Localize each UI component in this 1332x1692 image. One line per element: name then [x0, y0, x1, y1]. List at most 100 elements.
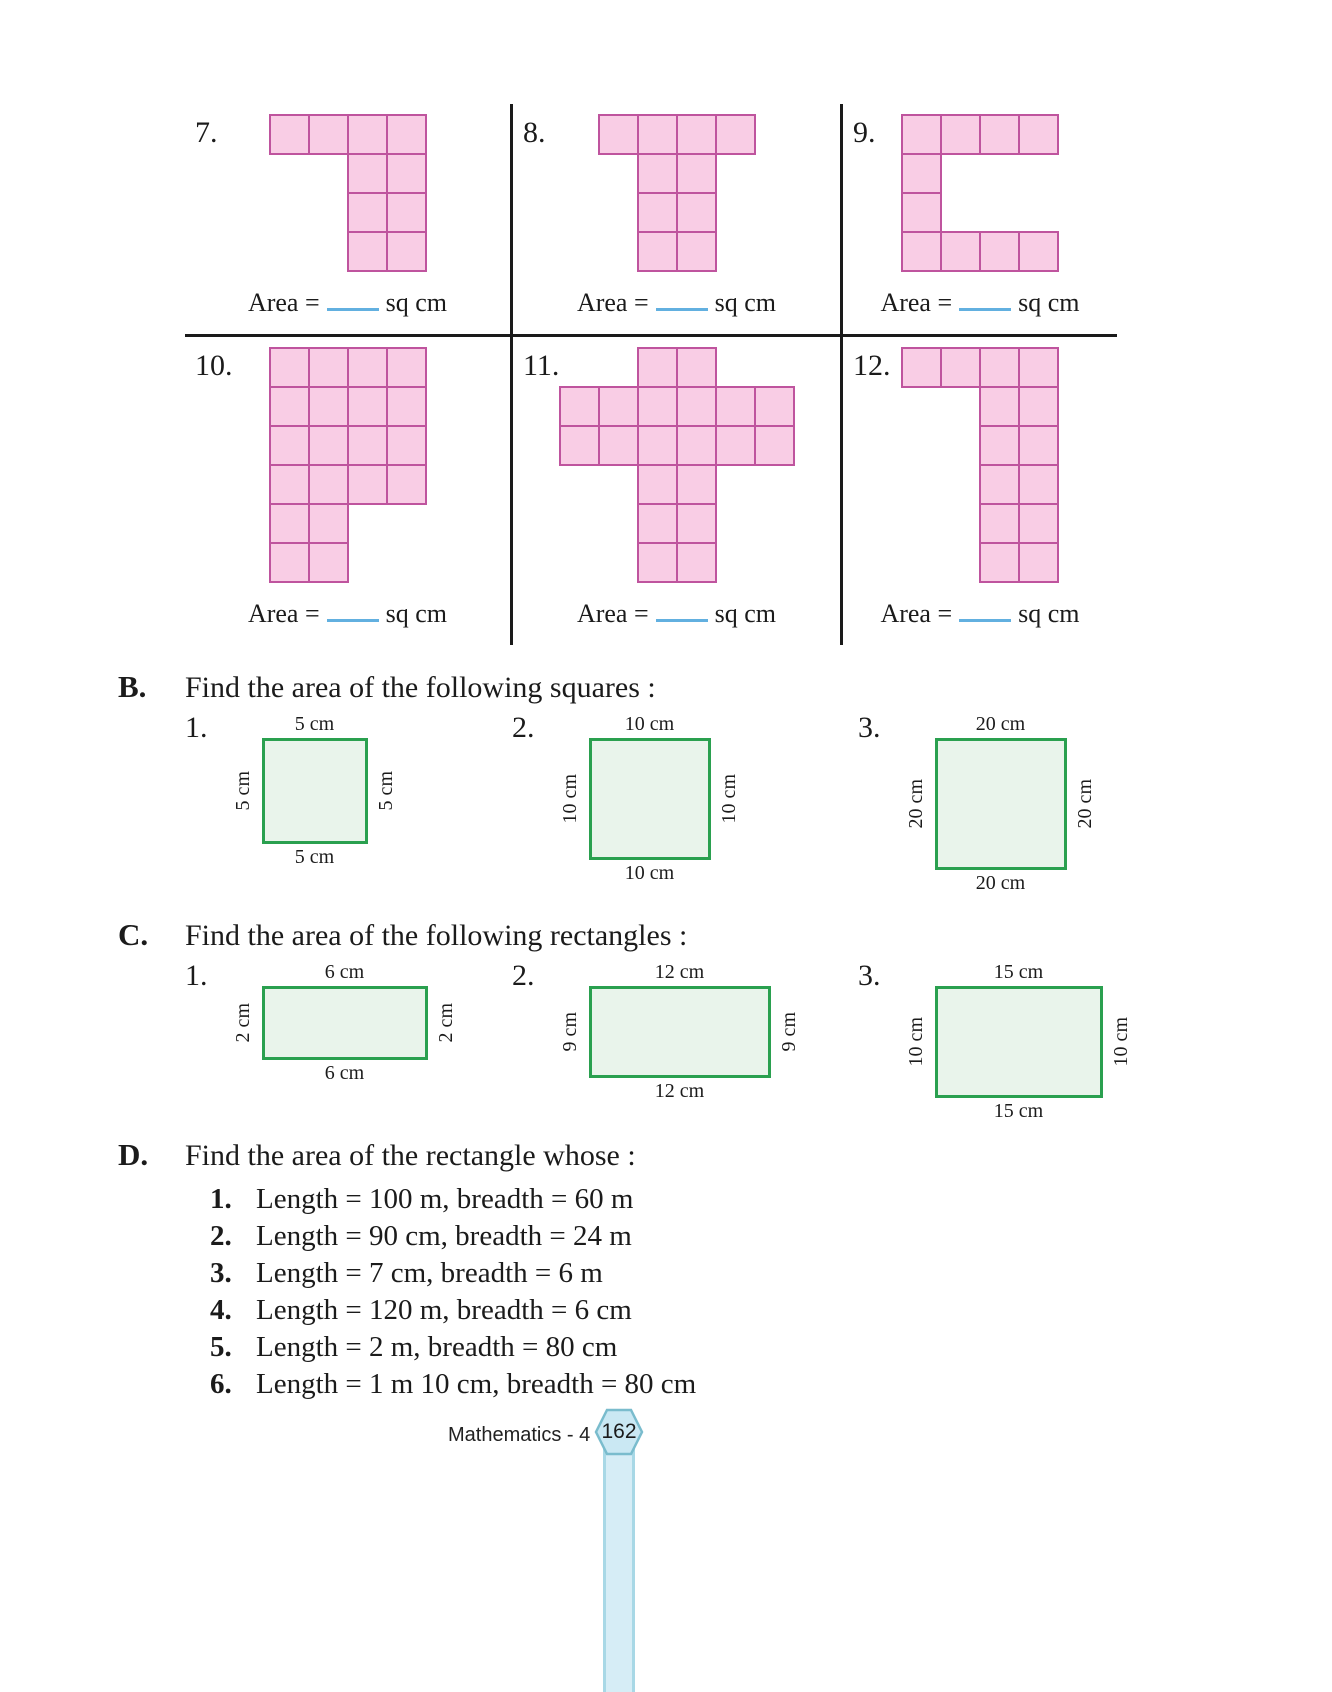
unit-square	[1018, 425, 1059, 466]
bottom-side-label: 10 cm	[624, 862, 675, 884]
rectangle-shape	[934, 986, 1103, 1098]
rectangle-problem-item: 1.Length = 100 m, breadth = 60 m	[210, 1181, 1332, 1218]
problem-number: 4.	[210, 1294, 232, 1326]
book-title: Mathematics - 4	[448, 1424, 591, 1446]
unit-square	[901, 114, 942, 155]
exercise-number: 7.	[195, 116, 218, 149]
bottom-side-label: 5 cm	[294, 846, 335, 868]
unit-square	[1018, 464, 1059, 505]
problem-text: Length = 90 cm, breadth = 24 m	[256, 1220, 632, 1252]
unit-square	[940, 347, 981, 388]
figure-middle: 10 cm 10 cm	[905, 986, 1133, 1098]
grid-exercise-9: 9.Area =sq cm	[840, 104, 1117, 337]
right-side-label: 20 cm	[1073, 779, 1096, 829]
section-b-heading: B. Find the area of the following square…	[118, 669, 1332, 705]
unit-square	[636, 192, 678, 233]
unit-square	[346, 153, 388, 194]
answer-blank	[655, 602, 708, 622]
unit-square	[636, 425, 678, 466]
figure-number: 1.	[185, 711, 208, 744]
figure-number: 2.	[512, 711, 535, 744]
unit-square	[307, 425, 349, 466]
section-d-title: Find the area of the rectangle whose :	[185, 1139, 636, 1172]
section-c-title: Find the area of the following rectangle…	[185, 919, 688, 952]
unit-square	[940, 114, 981, 155]
unit-square	[636, 464, 678, 505]
area-answer-line: Area =sq cm	[513, 288, 840, 318]
unit-square	[901, 153, 942, 194]
problem-text: Length = 100 m, breadth = 60 m	[256, 1183, 634, 1215]
hexagon-icon	[594, 1408, 644, 1456]
shape-holder	[843, 114, 1117, 272]
area-answer-line: Area =sq cm	[185, 599, 510, 629]
unit-square	[346, 231, 388, 272]
unit-square	[714, 114, 756, 155]
unit-square	[597, 425, 639, 466]
shape-holder	[185, 347, 510, 583]
area-answer-line: Area =sq cm	[513, 599, 840, 629]
right-side-label: 10 cm	[1109, 1017, 1132, 1067]
exercise-number: 10.	[195, 349, 233, 382]
shape-holder	[843, 347, 1117, 583]
answer-blank	[959, 602, 1012, 622]
area-answer-line: Area =sq cm	[185, 288, 510, 318]
left-side-label: 9 cm	[558, 1012, 581, 1052]
unit-square	[597, 114, 639, 155]
problem-text: Length = 1 m 10 cm, breadth = 80 cm	[256, 1368, 697, 1400]
section-b-title: Find the area of the following squares :	[185, 671, 656, 704]
unit-square	[675, 192, 717, 233]
unit-square-shape	[597, 114, 756, 272]
area-unit: sq cm	[1018, 599, 1080, 628]
left-side-label: 10 cm	[904, 1017, 927, 1067]
unit-square	[268, 386, 310, 427]
unit-square	[979, 542, 1020, 583]
problem-text: Length = 7 cm, breadth = 6 m	[256, 1257, 603, 1289]
rectangle-shape	[588, 986, 771, 1078]
unit-square-shape	[268, 347, 427, 583]
unit-square	[979, 347, 1020, 388]
unit-square	[901, 347, 942, 388]
unit-square-shape	[558, 347, 795, 583]
unit-square	[385, 347, 427, 388]
section-c-heading: C. Find the area of the following rectan…	[118, 917, 1332, 953]
area-label: Area =	[576, 599, 649, 628]
top-side-label: 5 cm	[294, 713, 335, 735]
unit-square	[1018, 542, 1059, 583]
unit-square	[979, 425, 1020, 466]
unit-square	[307, 464, 349, 505]
unit-square	[1018, 386, 1059, 427]
unit-square	[675, 114, 717, 155]
unit-square	[385, 114, 427, 155]
area-unit: sq cm	[385, 599, 448, 628]
grid-exercise-10: 10. Area =sq cm	[185, 337, 510, 645]
problem-text: Length = 2 m, breadth = 80 cm	[256, 1331, 618, 1363]
unit-square	[346, 386, 388, 427]
area-answer-line: Area =sq cm	[843, 288, 1117, 318]
problem-number: 5.	[210, 1331, 232, 1363]
unit-square	[1018, 231, 1059, 272]
problem-number: 2.	[210, 1220, 232, 1252]
bottom-side-label: 15 cm	[993, 1100, 1044, 1122]
problem-number: 3.	[210, 1257, 232, 1289]
page-number-badge: 162	[594, 1408, 644, 1456]
rectangle-shape	[261, 986, 428, 1060]
rectangle-problem-item: 5. Length = 2 m, breadth = 80 cm	[210, 1329, 1332, 1366]
unit-square	[714, 425, 756, 466]
unit-square	[307, 347, 349, 388]
right-side-label: 5 cm	[374, 771, 397, 811]
exercise-number: 8.	[523, 116, 546, 149]
unit-square	[597, 386, 639, 427]
top-side-label: 20 cm	[975, 713, 1026, 735]
